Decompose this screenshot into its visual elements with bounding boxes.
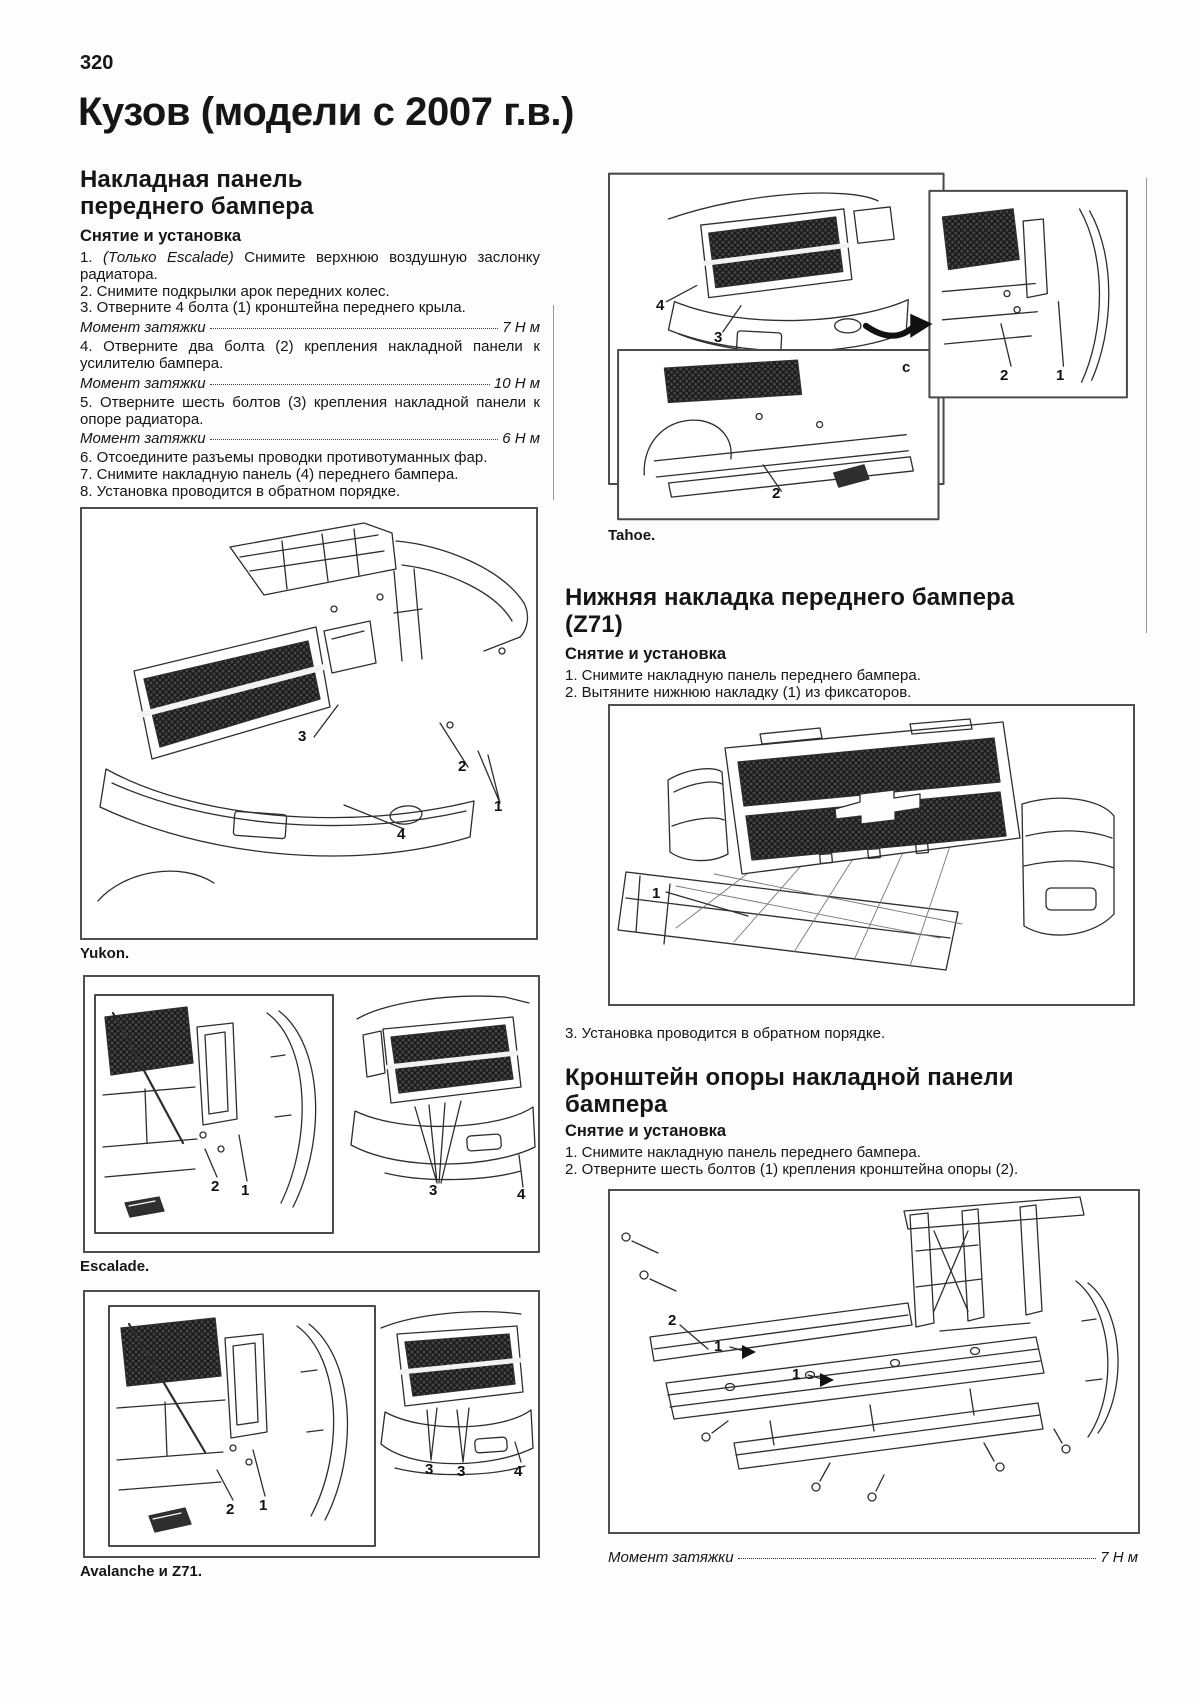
subheading-removal-installation: Снятие и установка xyxy=(565,645,727,663)
callout-3: 3 xyxy=(425,1460,434,1478)
avalanche-front-clip-drawing xyxy=(108,1304,534,1547)
step-5: 5. Отверните шесть болтов (3) крепления … xyxy=(80,393,540,428)
step-text: Снимите верхнюю воздушную заслонку радиа… xyxy=(80,249,540,283)
figure-caption-avalanche: Avalanche и Z71. xyxy=(80,1562,203,1580)
step-3: 3. Установка проводится в обратном поряд… xyxy=(565,1024,886,1042)
callout-4: 4 xyxy=(397,825,406,843)
figure-tahoe: 4 3 2 1 c 2 xyxy=(608,172,1138,522)
left-column: Накладная панель переднего бампера Сняти… xyxy=(80,166,540,1582)
torque-spec-row: Момент затяжки 10 Н м xyxy=(80,374,540,393)
dot-leader xyxy=(209,383,490,385)
callout-2: 2 xyxy=(211,1177,220,1195)
callout-1b: 1 xyxy=(792,1365,801,1383)
step-3: 3. Отверните 4 болта (1) кронштейна пере… xyxy=(80,299,466,317)
figure-escalade: 2 1 3 4 xyxy=(83,974,540,1253)
callout-2: 2 xyxy=(458,757,467,775)
callout-1: 1 xyxy=(714,1337,723,1355)
heading-line: Накладная панель xyxy=(80,166,303,193)
callout-4: 4 xyxy=(514,1462,523,1480)
step-1: 1. Снимите накладную панель переднего ба… xyxy=(565,1144,921,1162)
torque-label: Момент затяжки xyxy=(80,319,206,337)
model-note: (Только Escalade) xyxy=(103,249,234,266)
dot-leader xyxy=(209,439,499,441)
heading-line: Нижняя накладка переднего бампера xyxy=(565,584,1015,611)
tahoe-front-clip-drawing xyxy=(608,172,1128,521)
heading-line: (Z71) xyxy=(565,611,623,638)
step-2: 2. Отверните шесть болтов (1) крепления … xyxy=(565,1161,1019,1179)
subheading-removal-installation: Снятие и установка xyxy=(565,1122,727,1141)
callout-3: 3 xyxy=(429,1181,438,1199)
escalade-front-clip-drawing xyxy=(94,993,536,1234)
torque-spec-row: Момент затяжки 6 Н м xyxy=(80,429,540,448)
column-rule xyxy=(553,305,554,500)
torque-value: 10 Н м xyxy=(493,374,540,392)
figure-yukon: 3 2 1 4 xyxy=(80,506,538,940)
procedure-steps: 1. Снимите накладную панель переднего ба… xyxy=(565,1145,1143,1179)
figure-caption-yukon: Yukon. xyxy=(80,944,130,962)
torque-label: Момент затяжки xyxy=(80,374,206,392)
step-4: 4. Отверните два болта (2) крепления нак… xyxy=(80,338,540,372)
heading-line: Кронштейн опоры накладной панели xyxy=(565,1064,1014,1092)
callout-3: 3 xyxy=(714,329,723,346)
dot-leader xyxy=(737,1557,1097,1559)
heading-line: переднего бампера xyxy=(80,193,314,220)
procedure-steps: 1. Снимите накладную панель переднего ба… xyxy=(565,667,1143,702)
bumper-bracket-drawing xyxy=(621,1196,1119,1502)
step-1: 1. (Только Escalade) Снимите верхнюю воз… xyxy=(80,249,540,284)
torque-value: 6 Н м xyxy=(502,430,540,448)
callout-2: 2 xyxy=(668,1311,677,1329)
step-number: 1. xyxy=(80,249,93,266)
torque-spec-row: Момент затяжки 7 Н м xyxy=(608,1548,1138,1567)
figure-avalanche-z71: 2 1 3 3 4 xyxy=(83,1289,540,1558)
subheading-removal-installation: Снятие и установка xyxy=(80,227,242,245)
torque-spec-row: Момент затяжки 7 Н м xyxy=(80,318,540,337)
figure-bumper-bracket: 2 1 1 xyxy=(608,1188,1140,1534)
right-column: 4 3 2 1 c 2 Tahoe. Нижняя накладка перед… xyxy=(565,172,1143,1569)
callout-1: 1 xyxy=(1056,367,1065,384)
callout-3b: 3 xyxy=(457,1462,466,1480)
callout-1: 1 xyxy=(259,1496,268,1514)
callout-4: 4 xyxy=(517,1185,526,1203)
heading-line: бампера xyxy=(565,1091,668,1119)
step-7: 7. Снимите накладную панель (4) переднег… xyxy=(80,466,459,484)
section-heading-z71-lower-trim: Нижняя накладка переднего бампера (Z71) xyxy=(565,584,1143,638)
page-edge-rule xyxy=(1146,178,1147,633)
step-8: 8. Установка проводится в обратном поряд… xyxy=(80,482,401,500)
step-2: 2. Снимите подкрылки арок передних колес… xyxy=(80,282,390,300)
callout-c: c xyxy=(902,359,911,376)
torque-label: Момент затяжки xyxy=(80,430,206,448)
section-heading-bumper-bracket: Кронштейн опоры накладной панели бампера xyxy=(565,1064,1143,1118)
z71-bumper-drawing xyxy=(617,717,1115,971)
yukon-front-clip-drawing xyxy=(97,522,529,902)
callout-1: 1 xyxy=(652,884,661,902)
callout-2: 2 xyxy=(1000,367,1009,384)
step-2: 2. Вытяните нижнюю накладку (1) из фикса… xyxy=(565,683,912,701)
section-heading-front-bumper-panel: Накладная панель переднего бампера xyxy=(80,166,540,220)
step-1: 1. Снимите накладную панель переднего ба… xyxy=(565,667,921,684)
callout-3: 3 xyxy=(298,727,307,745)
step-6: 6. Отсоедините разъемы проводки противот… xyxy=(80,449,488,467)
dot-leader xyxy=(209,328,499,330)
callout-2b: 2 xyxy=(772,485,781,502)
curved-arrow-icon xyxy=(862,313,933,339)
callout-2: 2 xyxy=(226,1500,235,1518)
torque-label: Момент затяжки xyxy=(608,1548,734,1566)
page-number: 320 xyxy=(80,52,114,74)
callout-1: 1 xyxy=(241,1181,250,1199)
figure-caption-escalade: Escalade. xyxy=(80,1257,150,1275)
callout-4: 4 xyxy=(656,297,665,314)
torque-value: 7 Н м xyxy=(1100,1548,1138,1566)
torque-value: 7 Н м xyxy=(502,319,540,337)
page-title: Кузов (модели с 2007 г.в.) xyxy=(78,90,575,134)
figure-caption-tahoe: Tahoe. xyxy=(608,527,656,544)
procedure-steps: 1. (Только Escalade) Снимите верхнюю воз… xyxy=(80,249,540,501)
figure-z71-lower-trim: 1 xyxy=(608,703,1135,1006)
callout-1: 1 xyxy=(494,797,503,815)
